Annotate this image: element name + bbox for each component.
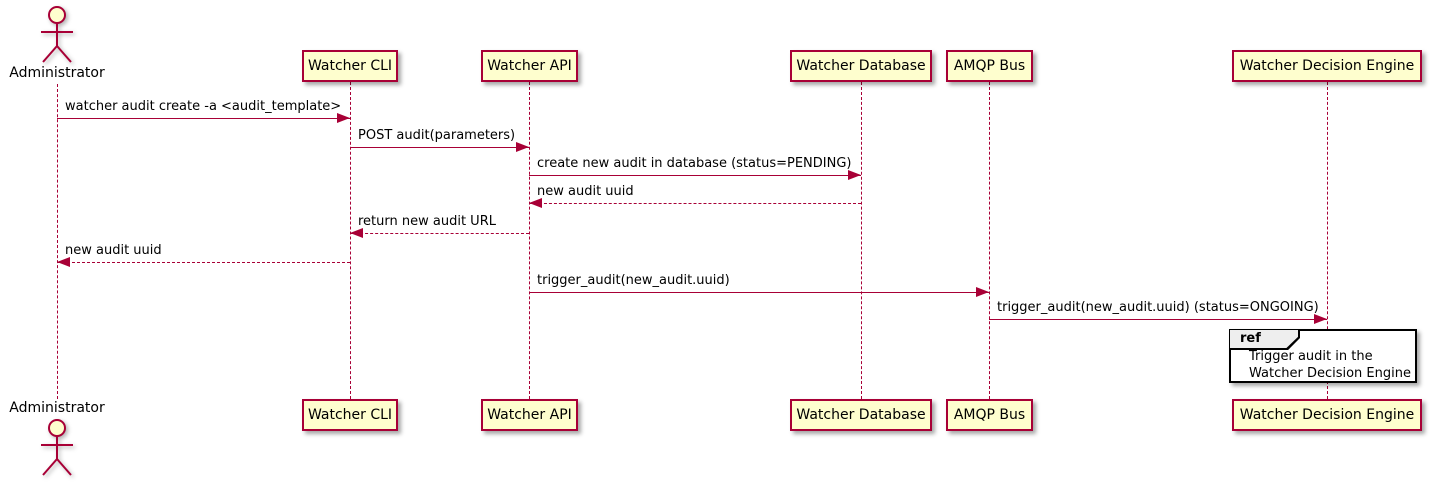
lifeline-watcher-decision-engine <box>1327 82 1328 399</box>
lifeline-amqp-bus <box>989 82 990 399</box>
message-2-line <box>350 147 529 148</box>
lifeline-administrator <box>57 84 58 399</box>
participant-box-amqp-bus: AMQP Bus <box>946 50 1033 82</box>
participant-box-watcher-decision-engine-bottom: Watcher Decision Engine <box>1232 399 1422 431</box>
actor-administrator-bottom-icon <box>41 419 73 476</box>
participant-box-watcher-cli-bottom: Watcher CLI <box>302 399 398 431</box>
lifeline-watcher-database <box>861 82 862 399</box>
actor-label-top: Administrator <box>9 65 105 81</box>
message-6-arrowhead-icon <box>57 257 70 267</box>
message-4-arrowhead-icon <box>529 198 542 208</box>
message-1-label: watcher audit create -a <audit_template> <box>65 99 342 114</box>
message-3-arrowhead-icon <box>848 170 861 180</box>
participant-box-watcher-cli: Watcher CLI <box>302 50 398 82</box>
message-8-label: trigger_audit(new_audit.uuid) (status=ON… <box>997 300 1319 315</box>
lifeline-watcher-cli <box>350 82 351 399</box>
message-8-arrowhead-icon <box>1314 314 1327 324</box>
ref-fragment: ref Trigger audit in the Watcher Decisio… <box>1229 329 1417 383</box>
message-2-arrowhead-icon <box>516 142 529 152</box>
message-1-arrowhead-icon <box>337 113 350 123</box>
message-7-arrowhead-icon <box>976 287 989 297</box>
ref-tab: ref <box>1230 330 1300 350</box>
message-4-label: new audit uuid <box>537 184 634 199</box>
participant-box-watcher-database: Watcher Database <box>790 50 932 82</box>
participant-box-watcher-decision-engine: Watcher Decision Engine <box>1232 50 1422 82</box>
message-1-line <box>57 118 350 119</box>
actor-label-bottom: Administrator <box>9 400 105 416</box>
message-3-label: create new audit in database (status=PEN… <box>537 156 852 171</box>
message-7-label: trigger_audit(new_audit.uuid) <box>537 273 730 288</box>
participant-box-watcher-api-bottom: Watcher API <box>481 399 578 431</box>
message-4-line <box>529 203 861 204</box>
message-5-line <box>350 233 529 234</box>
message-7-line <box>529 292 989 293</box>
ref-text-line-1: Trigger audit in the <box>1249 349 1373 364</box>
participant-box-watcher-api: Watcher API <box>481 50 578 82</box>
message-5-arrowhead-icon <box>350 228 363 238</box>
message-8-line <box>989 319 1327 320</box>
lifeline-watcher-api <box>529 82 530 399</box>
message-6-label: new audit uuid <box>65 243 162 258</box>
message-2-label: POST audit(parameters) <box>358 128 516 143</box>
participant-box-amqp-bus-bottom: AMQP Bus <box>946 399 1033 431</box>
ref-keyword: ref <box>1230 330 1298 348</box>
ref-text-line-2: Watcher Decision Engine <box>1249 366 1411 381</box>
actor-administrator-icon <box>41 6 73 63</box>
message-6-line <box>57 262 350 263</box>
message-5-label: return new audit URL <box>358 214 496 229</box>
participant-box-watcher-database-bottom: Watcher Database <box>790 399 932 431</box>
ref-text: Trigger audit in the Watcher Decision En… <box>1249 348 1411 382</box>
message-3-line <box>529 175 861 176</box>
